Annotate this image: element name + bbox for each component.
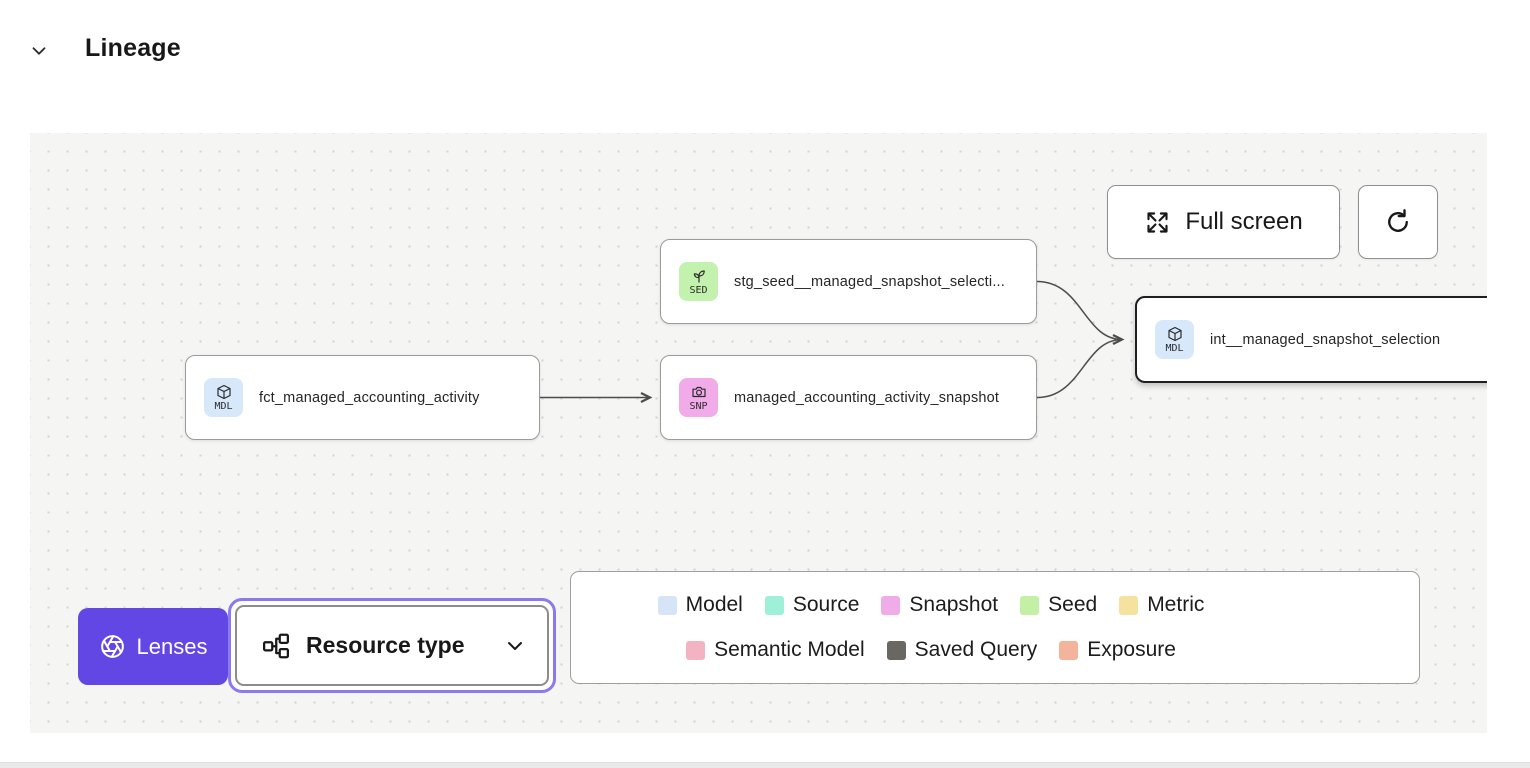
resource-type-legend: Model Source Snapshot Seed Metric xyxy=(570,571,1420,684)
node-stg-seed-managed-snapshot-selection[interactable]: SED stg_seed__managed_snapshot_selecti..… xyxy=(660,239,1037,324)
legend-item-snapshot: Snapshot xyxy=(881,593,998,617)
legend-swatch xyxy=(686,640,706,660)
legend-swatch xyxy=(881,595,901,615)
sprout-icon xyxy=(693,269,705,283)
snapshot-badge: SNP xyxy=(679,378,718,417)
legend-item-metric: Metric xyxy=(1119,593,1204,617)
expand-icon xyxy=(1147,211,1168,233)
legend-swatch xyxy=(886,640,906,660)
legend-label: Snapshot xyxy=(909,593,999,616)
collapse-chevron-icon[interactable] xyxy=(28,40,50,62)
cube-icon xyxy=(216,384,231,399)
node-label: managed_accounting_activity_snapshot xyxy=(734,389,1000,406)
fullscreen-label: Full screen xyxy=(1185,208,1303,235)
chevron-down-icon xyxy=(508,641,522,650)
node-label: fct_managed_accounting_activity xyxy=(259,389,480,406)
legend-label: Source xyxy=(792,593,860,616)
legend-label: Exposure xyxy=(1087,638,1176,661)
refresh-icon xyxy=(1388,209,1408,232)
legend-label: Seed xyxy=(1048,593,1098,616)
legend-label: Saved Query xyxy=(914,638,1038,661)
badge-code: SNP xyxy=(689,400,708,412)
node-label: int__managed_snapshot_selection xyxy=(1210,331,1441,348)
legend-item-seed: Seed xyxy=(1020,593,1097,617)
resource-type-label: Resource type xyxy=(306,632,465,658)
legend-row-1: Model Source Snapshot Seed Metric xyxy=(601,593,1261,617)
legend-row-2: Semantic Model Saved Query Exposure xyxy=(601,638,1261,662)
node-label: stg_seed__managed_snapshot_selecti... xyxy=(734,273,1006,290)
badge-code: MDL xyxy=(1165,342,1184,354)
legend-item-saved-query: Saved Query xyxy=(886,638,1038,662)
edge-sed-to-int xyxy=(1036,280,1125,345)
legend-swatch xyxy=(1059,640,1079,660)
node-int-managed-snapshot-selection[interactable]: MDL int__managed_snapshot_selection xyxy=(1135,296,1487,383)
legend-label: Semantic Model xyxy=(714,638,865,661)
legend-swatch xyxy=(764,595,784,615)
model-badge: MDL xyxy=(1155,320,1194,359)
lenses-label: Lenses xyxy=(136,633,208,659)
seed-badge: SED xyxy=(679,262,718,301)
legend-item-model: Model xyxy=(657,593,743,617)
page-title: Lineage xyxy=(85,34,181,62)
badge-code: MDL xyxy=(214,400,233,412)
edge-snp-to-int xyxy=(1036,338,1123,399)
resource-type-dropdown-inner: Resource type xyxy=(235,605,549,686)
node-managed-accounting-activity-snapshot[interactable]: SNP managed_accounting_activity_snapshot xyxy=(660,355,1037,440)
legend-label: Metric xyxy=(1147,593,1205,616)
legend-label: Model xyxy=(685,593,743,616)
fullscreen-button[interactable]: Full screen xyxy=(1107,185,1340,259)
aperture-icon xyxy=(100,635,124,658)
model-badge: MDL xyxy=(204,378,243,417)
legend-swatch xyxy=(1020,595,1040,615)
camera-icon xyxy=(691,386,706,397)
cube-icon xyxy=(1167,326,1182,341)
refresh-button[interactable] xyxy=(1358,185,1438,259)
legend-swatch xyxy=(657,595,677,615)
bottom-divider xyxy=(0,762,1530,768)
legend-item-exposure: Exposure xyxy=(1059,638,1176,662)
lineage-canvas[interactable]: Full screen MDL fct_managed_accounting_a… xyxy=(30,133,1487,733)
legend-swatch xyxy=(1119,595,1139,615)
badge-code: SED xyxy=(689,284,708,296)
hierarchy-icon xyxy=(263,633,289,658)
lenses-button[interactable]: Lenses xyxy=(78,608,228,685)
resource-type-dropdown[interactable]: Resource type xyxy=(228,598,556,693)
legend-item-semantic-model: Semantic Model xyxy=(686,638,865,662)
legend-item-source: Source xyxy=(764,593,860,617)
node-fct-managed-accounting-activity[interactable]: MDL fct_managed_accounting_activity xyxy=(185,355,540,440)
